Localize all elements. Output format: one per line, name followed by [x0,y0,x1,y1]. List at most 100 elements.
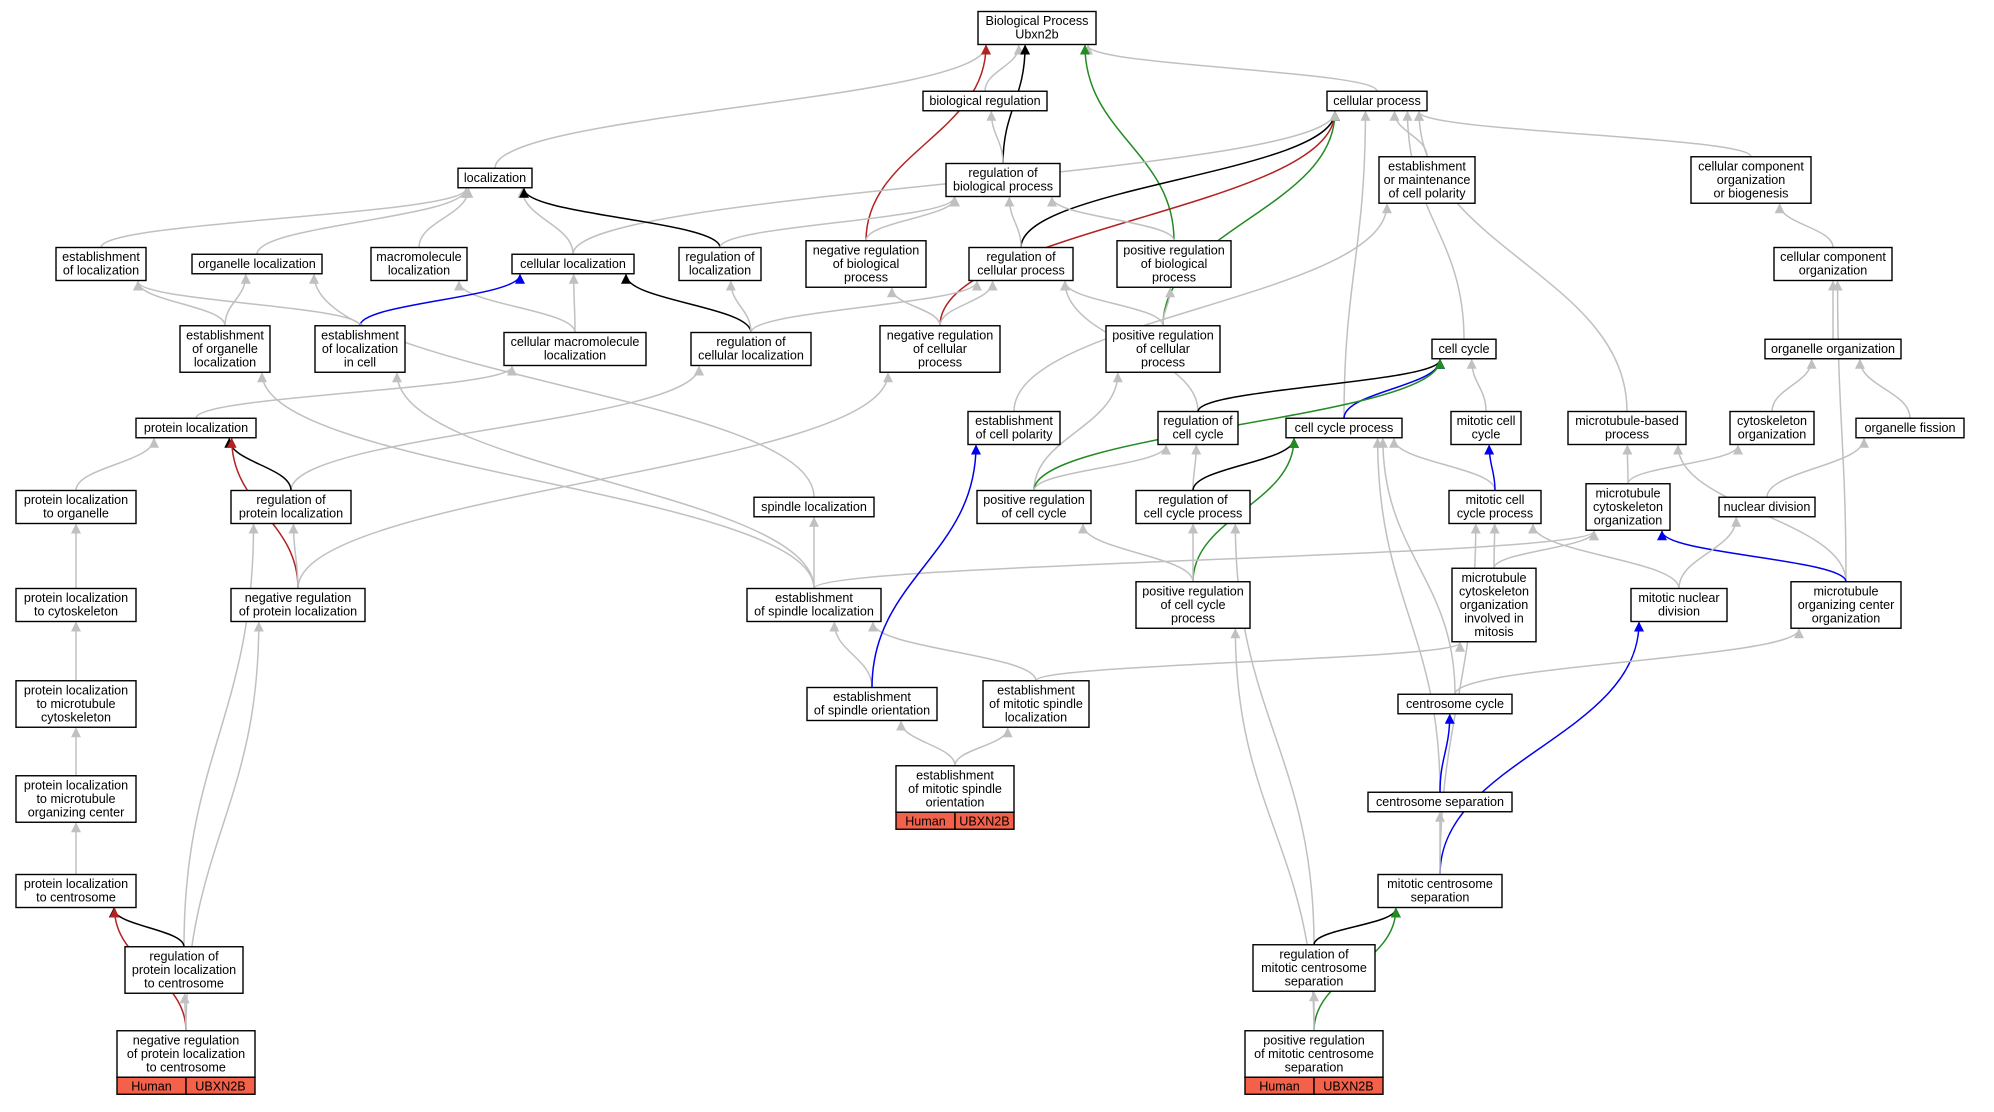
edge-default [1402,110,1465,340]
node-label: to cytoskeleton [34,605,118,619]
edge-default [297,372,893,589]
node-label: organelle localization [198,257,316,271]
node-label: establishment [775,591,853,605]
node-box [922,90,1048,112]
edge-default [179,993,190,1031]
go-term-node[interactable]: cellular process [1326,90,1428,112]
node-label: microtubule-based [1575,414,1679,428]
node-label: negative regulation [245,591,351,605]
edge-default [288,523,299,589]
edge-default [1389,437,1496,491]
go-term-node[interactable]: organelle localization [191,253,323,275]
node-label: protein localization [132,963,236,977]
edge-default [1454,628,1804,695]
edge-default [195,365,517,419]
node-label: biological process [953,180,1053,194]
annotation-label: UBXN2B [959,814,1009,828]
node-label: localization [388,264,450,278]
node-label: to organelle [43,507,109,521]
go-term-node[interactable]: microtubulecytoskeletonorganizationinvol… [1451,567,1537,643]
go-term-node[interactable]: nuclear division [1718,496,1816,518]
go-term-node[interactable]: centrosome cycle [1397,693,1513,715]
node-label: or maintenance [1384,173,1471,187]
go-term-node[interactable]: organelle organization [1764,338,1902,360]
go-term-node[interactable]: cell cycle process [1285,417,1403,439]
go-term-node[interactable]: centrosome separation [1367,791,1513,813]
go-term-node[interactable]: biological regulation [922,90,1048,112]
node-label: protein localization [24,683,128,697]
node-label: localization [194,355,256,369]
node-label: mitotic centrosome [1387,877,1493,891]
node-label: macromolecule [376,250,461,264]
node-box [503,331,647,367]
node-label: cellular localization [698,349,804,363]
edge-default [719,196,959,248]
node-label: positive regulation [1123,243,1225,257]
node-label: orientation [926,795,985,809]
edge-default [986,110,1004,164]
node-box [977,10,1097,46]
edge-regulates [1439,621,1644,875]
go-term-node[interactable]: cell cycle [1431,338,1497,360]
go-term-node[interactable]: localization [457,167,533,189]
go-term-node[interactable]: cellular localization [511,253,635,275]
go-term-node[interactable]: organelle fission [1855,417,1965,439]
node-label: organizing center [1798,598,1895,612]
node-label: organelle fission [1864,421,1955,435]
node-label: of biological [833,257,900,271]
node-label: to centrosome [146,1060,226,1074]
annotation-label: Human [131,1079,172,1093]
go-term-node[interactable]: spindle localization [753,496,875,518]
edge-is_a [1313,907,1401,946]
node-box [1567,410,1687,446]
node-label: positive regulation [983,493,1085,507]
go-term-node[interactable]: protein localization [135,417,257,439]
node-box [15,587,137,623]
